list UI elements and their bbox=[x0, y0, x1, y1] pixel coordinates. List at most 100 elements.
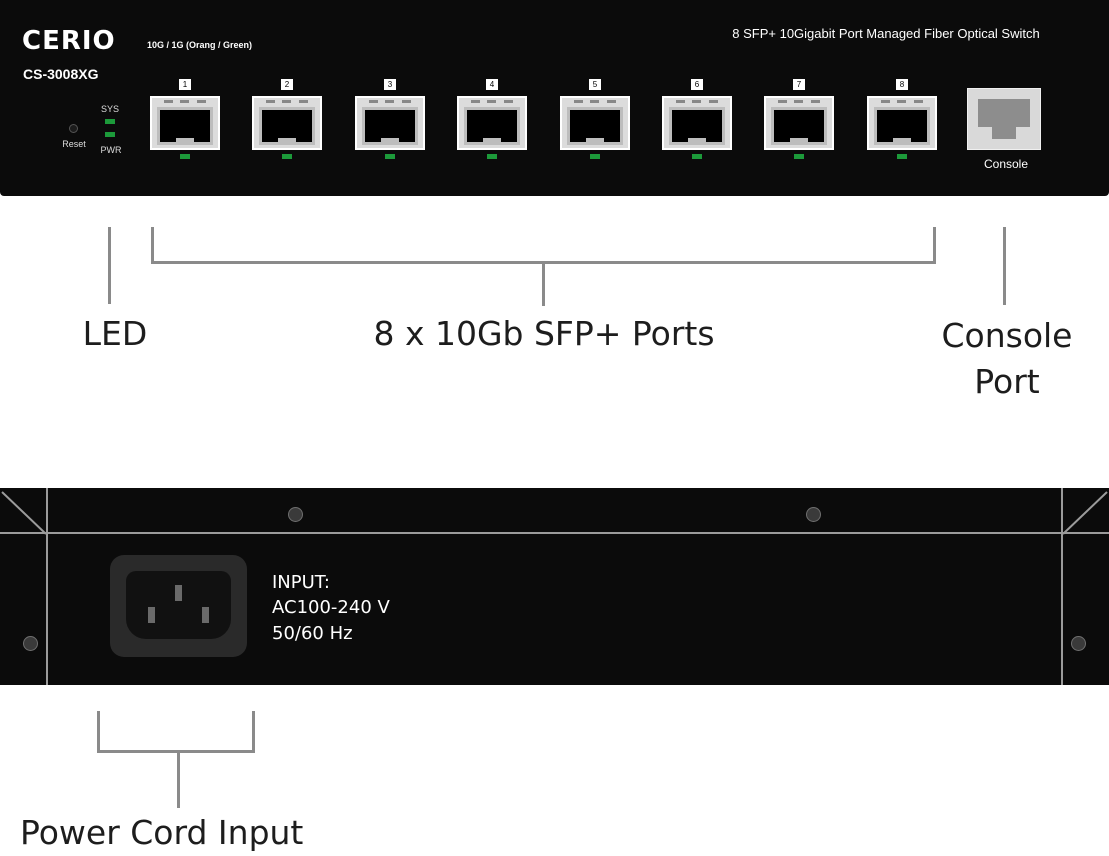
port-clip-icon bbox=[266, 100, 275, 103]
port-clip-icon bbox=[369, 100, 378, 103]
port-clip-icon bbox=[282, 100, 291, 103]
rear-top-flange bbox=[0, 488, 1109, 534]
socket-pin-icon bbox=[202, 607, 209, 623]
sfp-port[interactable] bbox=[662, 96, 732, 150]
brand-logo: CERIO bbox=[22, 26, 116, 56]
port-led bbox=[897, 154, 907, 159]
port-clip-icon bbox=[811, 100, 820, 103]
port-clip-icon bbox=[471, 100, 480, 103]
port-number-label: 6 bbox=[691, 79, 703, 90]
socket-pin-icon bbox=[175, 585, 182, 601]
rear-left-ear bbox=[0, 488, 48, 685]
power-cord-callout: Power Cord Input bbox=[20, 813, 304, 852]
port-clip-icon bbox=[299, 100, 308, 103]
port-latch-icon bbox=[381, 138, 399, 142]
console-label: Console bbox=[983, 157, 1029, 171]
port-led bbox=[487, 154, 497, 159]
sfp-cage-icon bbox=[362, 107, 418, 145]
sys-led-label: SYS bbox=[100, 104, 119, 114]
port-clip-icon bbox=[709, 100, 718, 103]
port-number-label: 4 bbox=[486, 79, 498, 90]
port-clip-icon bbox=[180, 100, 189, 103]
power-cord-socket[interactable] bbox=[110, 555, 247, 657]
port-led bbox=[692, 154, 702, 159]
input-frequency: 50/60 Hz bbox=[272, 623, 353, 644]
sfp-port[interactable] bbox=[867, 96, 937, 150]
port-latch-icon bbox=[893, 138, 911, 142]
model-number: CS-3008XG bbox=[23, 66, 99, 82]
iec-socket-icon bbox=[126, 571, 231, 639]
port-clip-icon bbox=[385, 100, 394, 103]
reset-button[interactable] bbox=[69, 124, 78, 133]
port-latch-icon bbox=[688, 138, 706, 142]
port-clip-icon bbox=[778, 100, 787, 103]
sys-led bbox=[105, 119, 115, 124]
sfp-cage-icon bbox=[771, 107, 827, 145]
sfp-port[interactable] bbox=[355, 96, 425, 150]
port-number-label: 2 bbox=[281, 79, 293, 90]
port-clip-icon bbox=[914, 100, 923, 103]
front-panel: CERIO CS-3008XG 10G / 1G (Orang / Green)… bbox=[0, 0, 1109, 196]
power-bracket-right bbox=[252, 711, 255, 753]
power-callout-line bbox=[177, 750, 180, 808]
sfp-callout-line bbox=[542, 261, 545, 306]
screw-icon bbox=[288, 507, 303, 522]
power-bracket-left bbox=[97, 711, 100, 753]
port-latch-icon bbox=[278, 138, 296, 142]
port-latch-icon bbox=[790, 138, 808, 142]
rj45-tab-icon bbox=[992, 127, 1016, 139]
port-clip-icon bbox=[676, 100, 685, 103]
port-clip-icon bbox=[897, 100, 906, 103]
port-clip-icon bbox=[487, 100, 496, 103]
port-clip-icon bbox=[402, 100, 411, 103]
port-clip-icon bbox=[197, 100, 206, 103]
pwr-led bbox=[105, 132, 115, 137]
port-latch-icon bbox=[586, 138, 604, 142]
rj45-socket-icon bbox=[978, 99, 1030, 127]
sfp-cage-icon bbox=[567, 107, 623, 145]
sfp-port[interactable] bbox=[560, 96, 630, 150]
port-latch-icon bbox=[176, 138, 194, 142]
console-callout-line bbox=[1003, 227, 1006, 305]
sfp-port[interactable] bbox=[764, 96, 834, 150]
port-number-label: 8 bbox=[896, 79, 908, 90]
port-number-label: 7 bbox=[793, 79, 805, 90]
sfp-port[interactable] bbox=[457, 96, 527, 150]
sfp-ports-callout: 8 x 10Gb SFP+ Ports bbox=[373, 314, 715, 353]
port-clip-icon bbox=[881, 100, 890, 103]
console-port-callout-line2: Port bbox=[974, 362, 1040, 401]
port-led bbox=[180, 154, 190, 159]
speed-legend: 10G / 1G (Orang / Green) bbox=[147, 40, 253, 50]
pwr-led-label: PWR bbox=[100, 145, 122, 155]
rear-panel: INPUT: AC100-240 V 50/60 Hz bbox=[0, 488, 1109, 685]
port-number-label: 3 bbox=[384, 79, 396, 90]
socket-pin-icon bbox=[148, 607, 155, 623]
input-label: INPUT: bbox=[272, 572, 330, 593]
port-led bbox=[385, 154, 395, 159]
screw-icon bbox=[1071, 636, 1086, 651]
port-latch-icon bbox=[483, 138, 501, 142]
port-led bbox=[282, 154, 292, 159]
console-port[interactable] bbox=[967, 88, 1041, 150]
port-clip-icon bbox=[164, 100, 173, 103]
port-number-label: 5 bbox=[589, 79, 601, 90]
screw-icon bbox=[23, 636, 38, 651]
input-voltage: AC100-240 V bbox=[272, 597, 390, 618]
sfp-port[interactable] bbox=[150, 96, 220, 150]
power-bracket-bar bbox=[97, 750, 255, 753]
console-port-callout-line1: Console bbox=[941, 316, 1073, 355]
port-clip-icon bbox=[504, 100, 513, 103]
rear-right-ear bbox=[1061, 488, 1109, 685]
reset-label: Reset bbox=[62, 139, 86, 149]
port-clip-icon bbox=[692, 100, 701, 103]
sfp-port[interactable] bbox=[252, 96, 322, 150]
port-clip-icon bbox=[574, 100, 583, 103]
port-clip-icon bbox=[607, 100, 616, 103]
port-clip-icon bbox=[794, 100, 803, 103]
sfp-bracket-left bbox=[151, 227, 154, 264]
led-callout-line bbox=[108, 227, 111, 304]
port-led bbox=[590, 154, 600, 159]
port-led bbox=[794, 154, 804, 159]
port-clip-icon bbox=[590, 100, 599, 103]
sfp-bracket-right bbox=[933, 227, 936, 264]
